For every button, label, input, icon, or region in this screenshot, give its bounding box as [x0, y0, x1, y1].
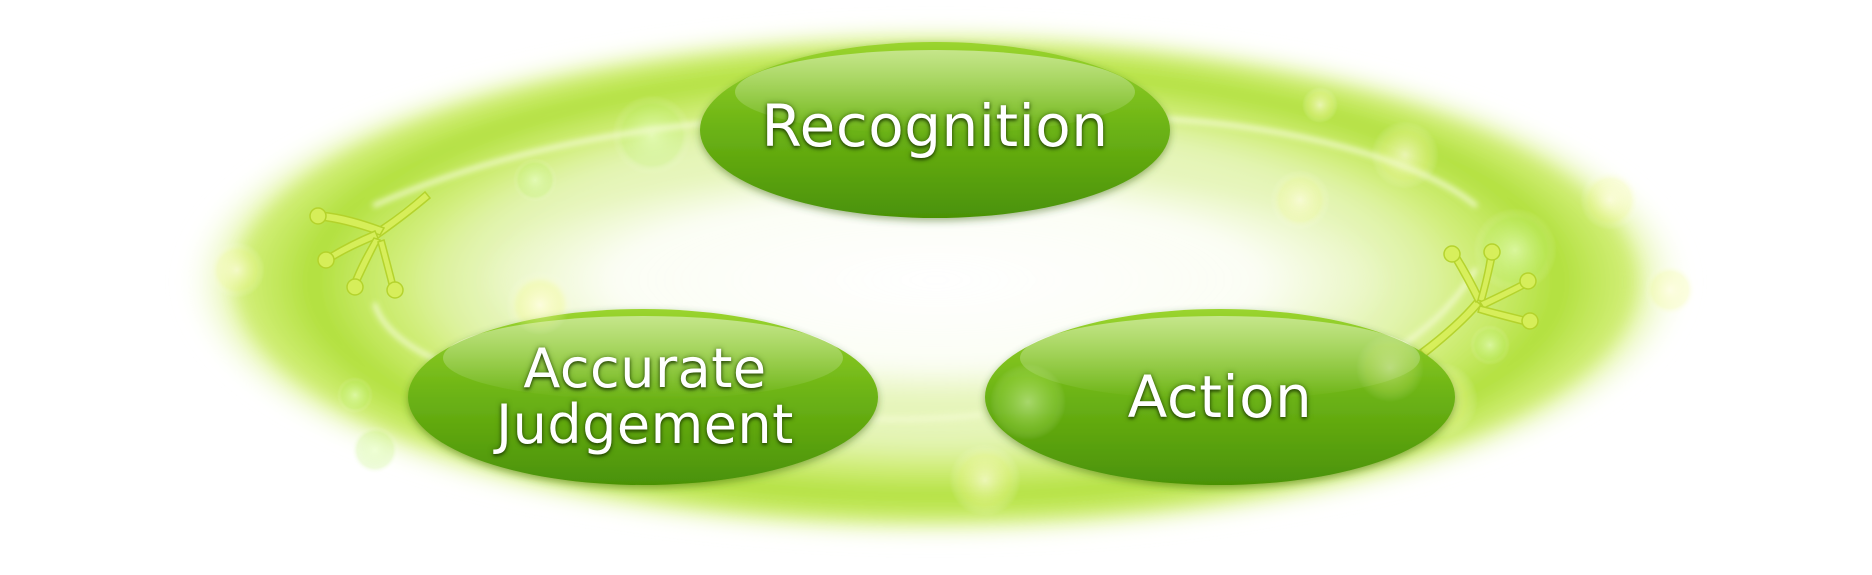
node-action — [985, 309, 1455, 485]
node-recognition — [700, 42, 1170, 218]
judgement-label-line2: Judgement — [496, 393, 794, 456]
frog-foot-left-icon — [309, 190, 432, 299]
judgement-label-line1: Accurate — [523, 337, 767, 400]
frog-foot-right-icon — [1418, 243, 1539, 358]
recognition-label: Recognition — [761, 92, 1109, 160]
node-judgement — [408, 309, 878, 485]
action-label: Action — [1127, 363, 1313, 431]
accurate-judgement-label: Accurate Judgement — [410, 341, 880, 453]
